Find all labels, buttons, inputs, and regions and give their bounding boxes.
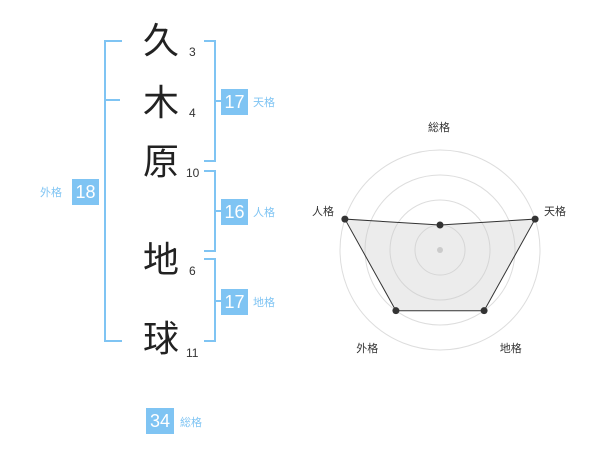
tenkaku-badge: 17 bbox=[221, 89, 248, 115]
gaikaku-bracket bbox=[104, 40, 122, 342]
name-char-5: 球 bbox=[143, 319, 180, 360]
soukaku-badge: 34 bbox=[146, 408, 174, 434]
jinkaku-tick bbox=[214, 210, 222, 212]
gaikaku-label: 外格 bbox=[40, 186, 62, 199]
radar-point-2 bbox=[480, 307, 488, 315]
name-char-4: 地 bbox=[143, 240, 180, 281]
radar-axis-label-3: 外格 bbox=[356, 341, 379, 355]
soukaku-label: 総格 bbox=[180, 416, 202, 429]
radar-axis-label-4: 人格 bbox=[311, 205, 334, 219]
radar-center-dot bbox=[437, 247, 443, 253]
stroke-count-1: 3 bbox=[189, 45, 196, 59]
gaikaku-badge: 18 bbox=[72, 179, 99, 205]
radar-axis-label-1: 天格 bbox=[544, 205, 567, 219]
tenkaku-label: 天格 bbox=[253, 96, 275, 109]
radar-axis-label-0: 総格 bbox=[428, 121, 450, 134]
stroke-count-5: 11 bbox=[186, 346, 199, 360]
radar-point-3 bbox=[392, 307, 400, 315]
name-char-2: 木 bbox=[143, 83, 180, 124]
radar-axis-label-2: 地格 bbox=[499, 341, 522, 355]
name-char-3: 原 bbox=[143, 142, 180, 183]
radar-grid-circle bbox=[339, 149, 541, 351]
stroke-count-2: 4 bbox=[189, 106, 196, 120]
radar-point-1 bbox=[531, 215, 539, 223]
tenkaku-tick bbox=[214, 100, 222, 102]
radar-grid-circle bbox=[389, 199, 491, 301]
radar-point-4 bbox=[341, 215, 349, 223]
chikaku-badge: 17 bbox=[221, 289, 248, 315]
radar-series-polygon bbox=[344, 218, 536, 312]
jinkaku-badge: 16 bbox=[221, 199, 248, 225]
name-char-1: 久 bbox=[143, 21, 180, 62]
gaikaku-inner-tick bbox=[104, 99, 120, 101]
stroke-count-4: 6 bbox=[189, 264, 196, 278]
radar-grid-circle bbox=[364, 174, 516, 326]
radar-point-0 bbox=[436, 221, 444, 229]
stroke-count-3: 10 bbox=[186, 166, 200, 180]
jinkaku-label: 人格 bbox=[253, 206, 275, 219]
chikaku-label: 地格 bbox=[253, 296, 275, 309]
chikaku-tick bbox=[214, 300, 222, 302]
